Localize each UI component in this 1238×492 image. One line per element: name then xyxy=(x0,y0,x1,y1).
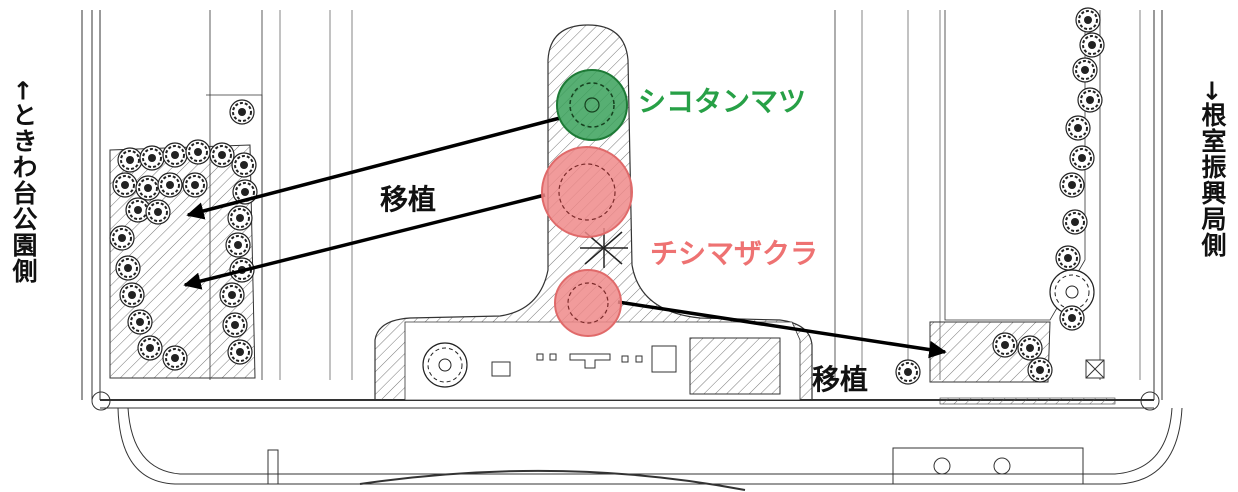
road-features xyxy=(267,447,1084,491)
left-side-label: ←ときわ台公園側 xyxy=(9,80,38,284)
cherry-tree-marker-1 xyxy=(541,146,633,238)
right-planting-area xyxy=(834,7,1141,405)
transplant-label-1: 移植 xyxy=(380,183,437,216)
right-side-label: →根室振興局側 xyxy=(1198,80,1227,258)
transplant-arrows xyxy=(183,116,947,359)
cherry-label: チシマザクラ xyxy=(650,237,819,270)
cherry-tree-marker-2 xyxy=(554,269,622,337)
pine-tree-marker xyxy=(556,69,628,141)
pine-label: シコタンマツ xyxy=(638,85,807,118)
transplant-label-2: 移植 xyxy=(812,363,869,396)
